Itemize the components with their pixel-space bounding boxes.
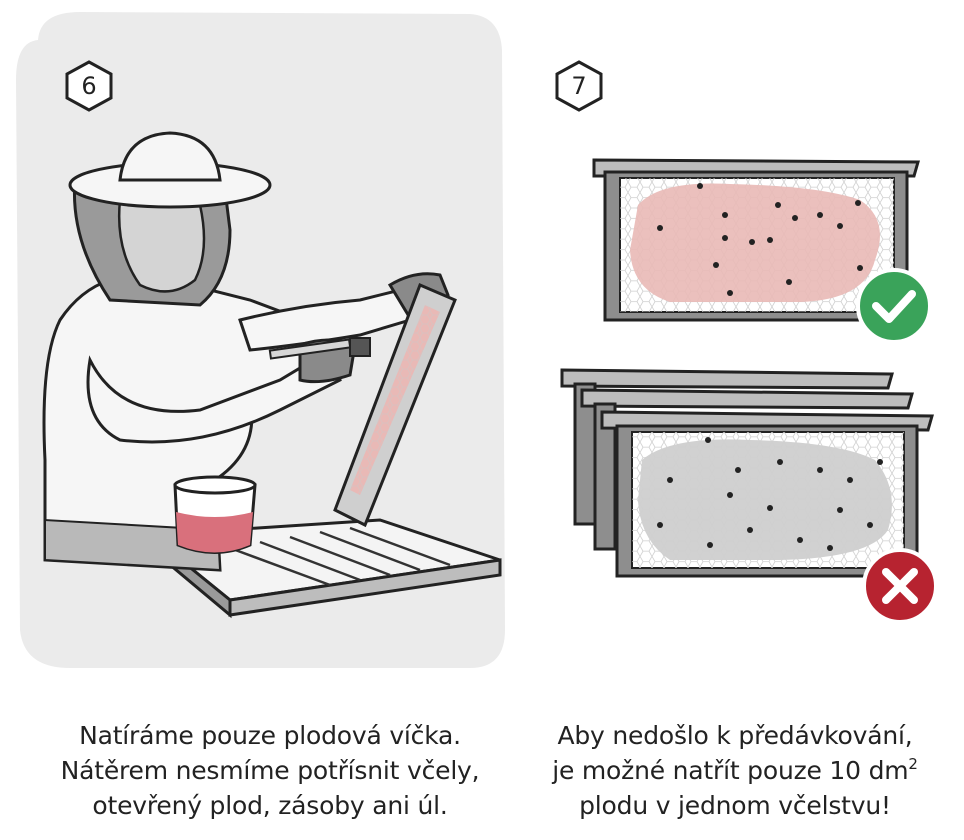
step-6-badge: 6 (65, 60, 113, 112)
caption-line: Aby nedošlo k předávkování, (557, 721, 913, 750)
caption-line: je možné natřít pouze 10 dm (552, 756, 909, 785)
step-7-badge: 7 (555, 60, 603, 112)
frame-correct (592, 158, 932, 344)
unit-superscript: 2 (908, 755, 918, 773)
step-6-caption: Natíráme pouze plodová víčka. Nátěrem ne… (20, 718, 520, 823)
frames-wrong (560, 368, 938, 624)
caption-line: Nátěrem nesmíme potřísnit včely, (60, 756, 480, 785)
cross-icon (882, 568, 918, 604)
beekeeper-illustration: 6 (16, 12, 505, 668)
correct-badge (856, 268, 932, 344)
step-6-panel: 6 (0, 0, 520, 690)
caption-line: Natíráme pouze plodová víčka. (79, 721, 461, 750)
medication-jar (173, 475, 257, 554)
caption-line: otevřený plod, zásoby ani úl. (92, 791, 448, 820)
step-7-caption: Aby nedošlo k předávkování, je možné nat… (510, 718, 960, 823)
beekeeper (42, 131, 450, 572)
wrong-badge (862, 548, 938, 624)
caption-line-with-unit: je možné natřít pouze 10 dm2 (510, 753, 960, 788)
check-icon (872, 290, 916, 323)
step-7-number: 7 (571, 72, 586, 100)
frames-illustration: 7 (555, 60, 938, 624)
step-6-number: 6 (81, 72, 96, 100)
painted-brood-area (630, 183, 880, 302)
held-frame (333, 283, 457, 528)
caption-line: plodu v jednom včelstvu! (579, 791, 891, 820)
step-7-panel: 7 (520, 0, 964, 690)
painted-brood-area-large (638, 439, 892, 560)
